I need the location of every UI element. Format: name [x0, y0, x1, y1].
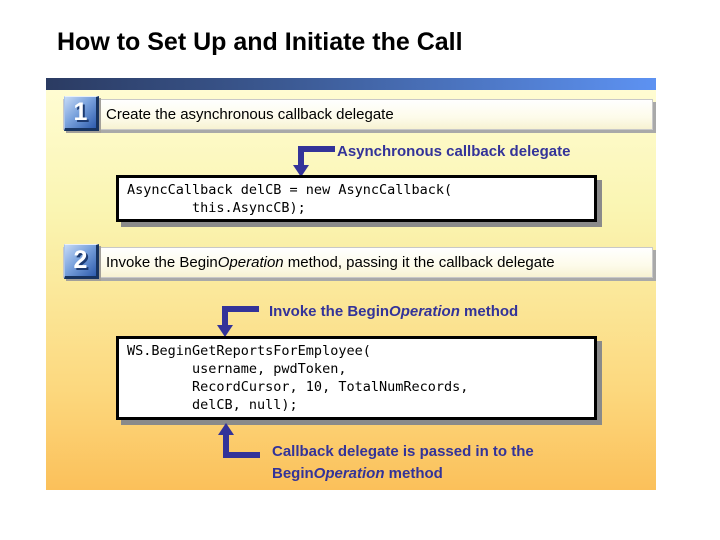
callout-delegate-label: Asynchronous callback delegate — [337, 143, 571, 160]
code-line: delCB, null); — [127, 397, 298, 413]
callout-passed-label: Callback delegate is passed in to the Be… — [272, 441, 612, 485]
code-line: this.AsyncCB); — [127, 200, 306, 216]
code-box-begin-operation: WS.BeginGetReportsForEmployee( username,… — [116, 336, 597, 420]
callout-invoke-label: Invoke the BeginOperation method — [269, 303, 519, 320]
code-line: AsyncCallback delCB = new AsyncCallback( — [127, 182, 453, 198]
code-line: username, pwdToken, — [127, 361, 347, 377]
step-2-number-badge: 2 — [64, 244, 99, 279]
step-2-number: 2 — [73, 246, 88, 274]
step-2-label: Invoke the BeginOperation method, passin… — [106, 254, 555, 271]
code-line: WS.BeginGetReportsForEmployee( — [127, 343, 371, 359]
code-line: RecordCursor, 10, TotalNumRecords, — [127, 379, 469, 395]
code-box-async-callback: AsyncCallback delCB = new AsyncCallback(… — [116, 175, 597, 222]
callout-passed-line2: BeginOperation method — [272, 465, 443, 482]
slide-title: How to Set Up and Initiate the Call — [57, 28, 463, 56]
step-2-bar: Invoke the BeginOperation method, passin… — [63, 247, 653, 278]
elbow-arrow-down-icon — [217, 306, 259, 337]
step-1-number-badge: 1 — [64, 96, 99, 131]
callout-passed-line1: Callback delegate is passed in to the — [272, 443, 534, 460]
accent-bar — [46, 78, 656, 90]
elbow-arrow-down-icon — [293, 146, 335, 177]
elbow-arrow-up-icon — [218, 423, 260, 458]
step-1-label: Create the asynchronous callback delegat… — [106, 106, 394, 123]
step-1-bar: Create the asynchronous callback delegat… — [63, 99, 653, 130]
step-1-number: 1 — [73, 98, 88, 126]
slide-body-panel — [46, 90, 656, 490]
